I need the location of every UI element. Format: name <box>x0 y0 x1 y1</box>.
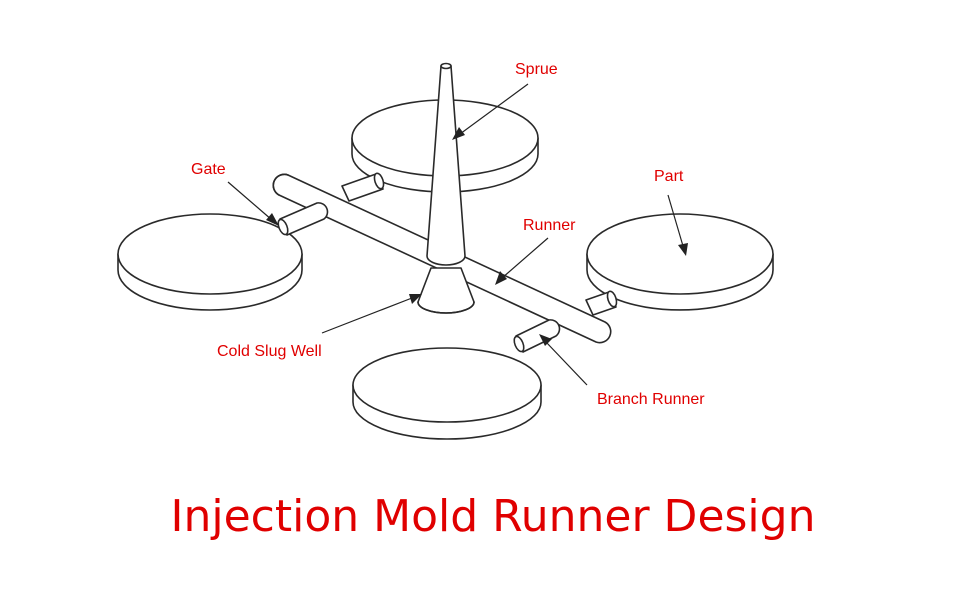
cold-slug-well-label: Cold Slug Well <box>217 343 322 360</box>
branch-runner-label: Branch Runner <box>597 391 705 408</box>
part-disc-right <box>586 213 774 311</box>
runner-label: Runner <box>523 217 576 234</box>
part-label: Part <box>654 168 684 185</box>
branch-runner-leader <box>539 334 588 386</box>
branch-runner-right <box>585 290 618 316</box>
part-disc-front <box>352 347 542 440</box>
diagram-title: Injection Mold Runner Design <box>171 491 816 542</box>
gate-leader <box>227 181 279 226</box>
runner-leader <box>495 237 549 285</box>
cold-slug-well <box>417 267 475 314</box>
part-leader <box>667 194 688 256</box>
branch-runner-front <box>513 319 561 353</box>
sprue-cone <box>426 62 466 266</box>
branch-runner-back <box>341 172 385 202</box>
sprue-label: Sprue <box>515 61 558 78</box>
gate-label: Gate <box>191 161 226 178</box>
sprue-leader <box>452 83 529 140</box>
part-disc-left <box>117 213 303 311</box>
cold-slug-well-leader <box>321 294 422 334</box>
branch-runner-left <box>277 202 329 236</box>
